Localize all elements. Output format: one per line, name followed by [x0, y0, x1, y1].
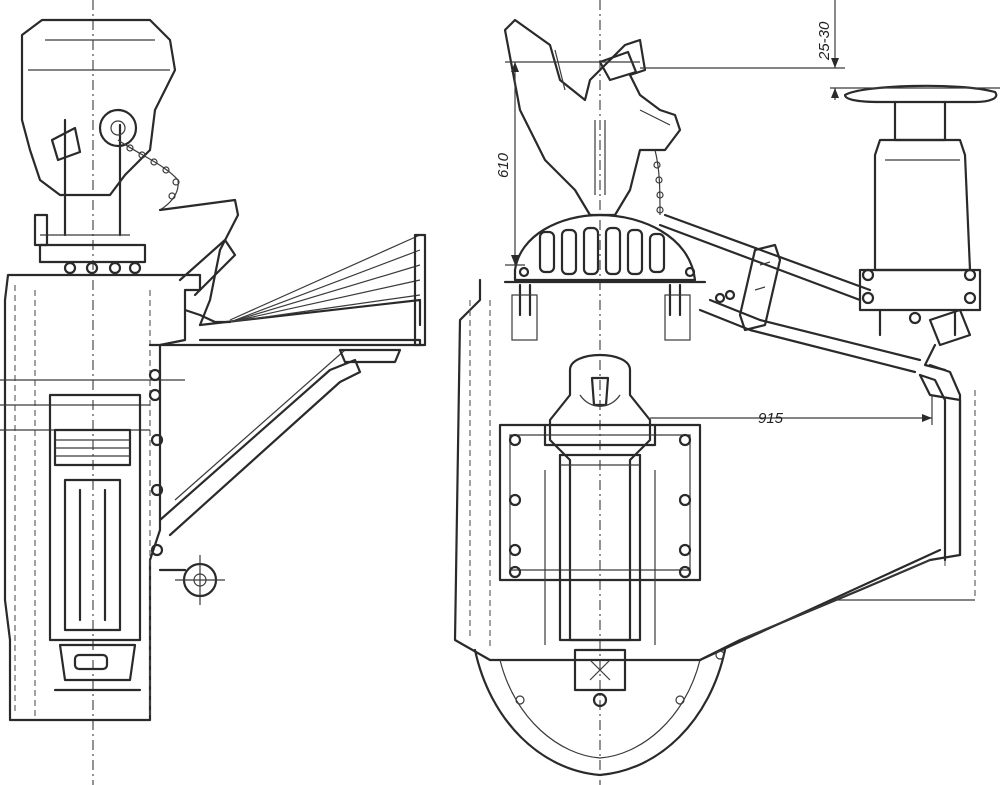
dimension-annotations: 610 25-30 915: [495, 0, 1000, 427]
chain: [117, 139, 180, 211]
side-elevation-view: [0, 0, 427, 785]
pedal-lever: [148, 233, 427, 364]
dimension-25-30-label: 25-30: [816, 21, 833, 61]
dimension-610-label: 610: [495, 152, 512, 178]
front-elevation-view: 610 25-30 915: [453, 0, 1000, 785]
dimension-915-label: 915: [758, 410, 784, 427]
handwheel-pedestal: [843, 84, 998, 372]
